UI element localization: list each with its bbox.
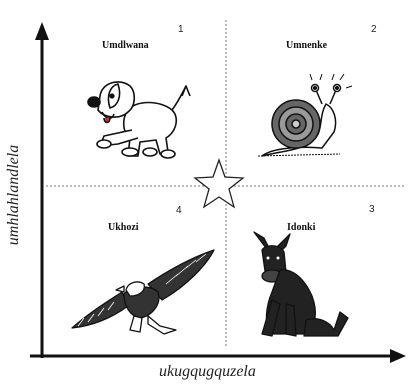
quadrant-1-number: 1 [178,24,184,35]
quadrant-1-label: Umdlwana [102,40,149,51]
snail-icon [257,73,353,157]
quadrant-4-label: Ukhozi [108,222,139,233]
quadrant-2-label: Umnenke [286,40,328,51]
x-axis [30,349,406,363]
quadrant-3-number: 3 [369,204,375,215]
x-axis-arrowhead [390,349,406,363]
y-axis-title: umhlahlandlela [5,144,22,246]
y-axis [35,22,49,358]
quadrant-2-number: 2 [371,24,377,35]
eagle-icon [71,249,215,335]
x-axis-title: ukugqugquzela [159,363,256,380]
puppy-icon [87,81,191,159]
donkey-icon [253,231,349,337]
quadrant-3-label: Idonki [287,222,316,233]
y-axis-arrowhead [35,22,49,40]
star-icon [193,158,245,209]
quadrant-4-number: 4 [176,205,182,216]
